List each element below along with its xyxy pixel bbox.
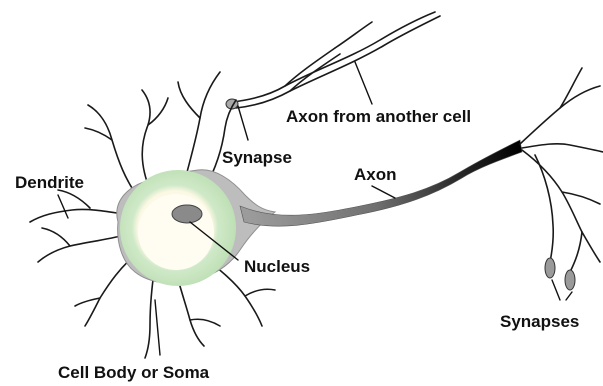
- label-dendrite: Dendrite: [15, 173, 84, 192]
- nucleus-shape: [172, 205, 202, 223]
- label-synapses: Synapses: [500, 312, 579, 331]
- dendrite-leader: [58, 195, 68, 218]
- cell-body-leader: [155, 300, 160, 355]
- synapses-leader-2: [566, 292, 572, 300]
- axon-terminals: [520, 68, 603, 290]
- label-cell-body: Cell Body or Soma: [58, 363, 210, 382]
- incoming-axon-leader: [355, 62, 372, 104]
- incoming-axon: [226, 12, 440, 109]
- label-axon-from-another-cell: Axon from another cell: [286, 107, 471, 126]
- label-axon: Axon: [354, 165, 397, 184]
- synapses-leader-1: [552, 280, 560, 300]
- synapse-leader: [238, 106, 248, 140]
- label-synapse: Synapse: [222, 148, 292, 167]
- axon-leader: [372, 186, 395, 198]
- label-nucleus: Nucleus: [244, 257, 310, 276]
